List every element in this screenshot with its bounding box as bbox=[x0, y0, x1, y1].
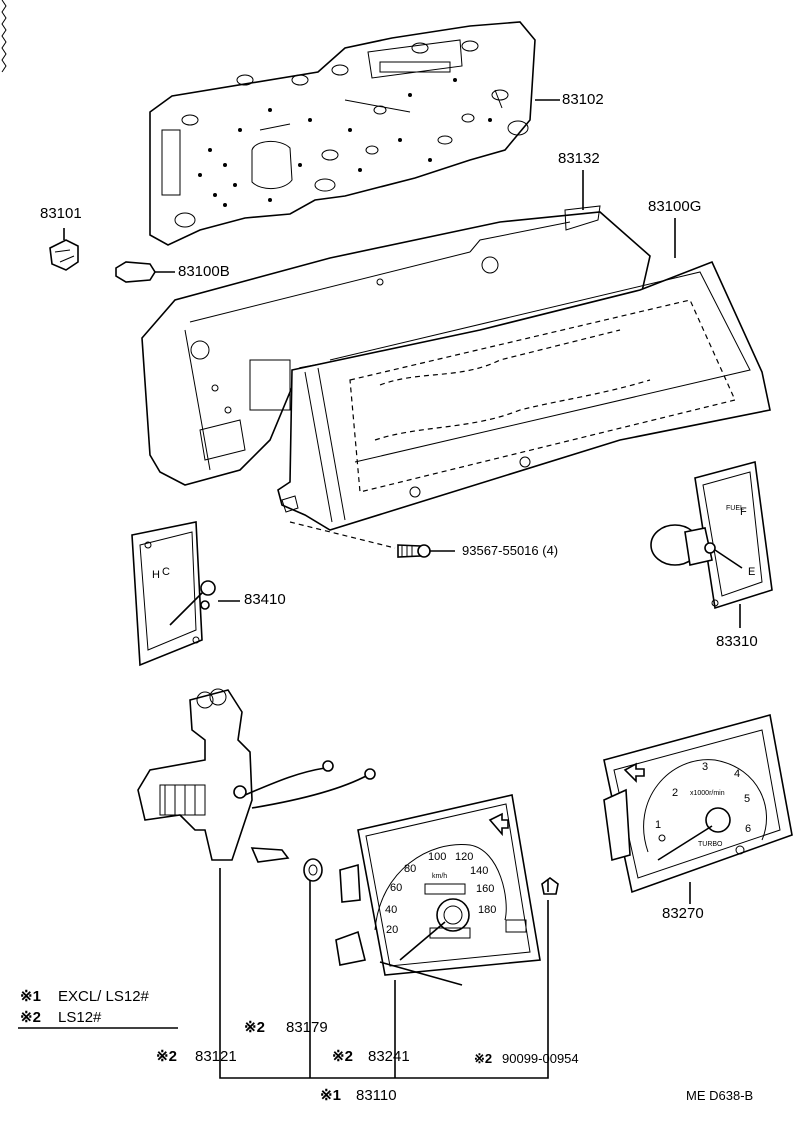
ring-83179 bbox=[303, 858, 323, 882]
legend-text-1: EXCL/ LS12# bbox=[58, 988, 149, 1005]
printed-circuit-board bbox=[149, 21, 560, 246]
wedge-bulb-83100b bbox=[115, 261, 175, 283]
water-temp-gauge-83410: H C bbox=[131, 521, 216, 667]
speedo-tick-140: 140 bbox=[470, 865, 488, 877]
label-83270: 83270 bbox=[662, 905, 704, 922]
tacho-tick-2: 2 bbox=[672, 787, 678, 799]
label-83121: 83121 bbox=[195, 1048, 237, 1065]
speedo-tick-100: 100 bbox=[428, 851, 446, 863]
label-83100b: 83100B bbox=[178, 263, 230, 280]
tacho-tick-5: 5 bbox=[744, 793, 750, 805]
tacho-turbo-label: TURBO bbox=[698, 841, 723, 848]
label-83110: 83110 bbox=[356, 1087, 397, 1104]
bulb-socket-83101 bbox=[49, 228, 79, 271]
speedo-tick-60: 60 bbox=[390, 882, 402, 894]
speedo-tick-160: 160 bbox=[476, 883, 494, 895]
speedo-tick-80: 80 bbox=[404, 863, 416, 875]
label-90099: 90099-00954 bbox=[502, 1051, 579, 1066]
speedo-tick-20: 20 bbox=[386, 924, 398, 936]
label-83179: 83179 bbox=[286, 1019, 328, 1036]
label-83100g: 83100G bbox=[648, 198, 702, 215]
mark-83121: ※2 bbox=[156, 1048, 177, 1065]
legend-mark-1: ※1 bbox=[20, 988, 41, 1005]
temp-c-mark: C bbox=[162, 566, 170, 578]
tacho-tick-6: 6 bbox=[745, 823, 751, 835]
label-83310: 83310 bbox=[716, 633, 758, 650]
screw-93567 bbox=[397, 544, 431, 558]
tacho-tick-4: 4 bbox=[734, 768, 740, 780]
tacho-unit: x1000r/min bbox=[690, 790, 725, 797]
leader-lines bbox=[18, 170, 741, 1079]
drawing-code: ME D638-B bbox=[686, 1088, 754, 1103]
fuel-title: FUEL bbox=[726, 505, 744, 512]
tacho-tick-3: 3 bbox=[702, 761, 708, 773]
label-83102: 83102 bbox=[562, 91, 604, 108]
mark-90099: ※2 bbox=[474, 1051, 493, 1066]
screw-90099 bbox=[541, 877, 559, 895]
label-83132: 83132 bbox=[558, 150, 600, 167]
mark-83179: ※2 bbox=[244, 1019, 265, 1036]
fuel-e-mark: E bbox=[748, 566, 755, 578]
tachometer-83270: 1 2 3 4 5 6 x1000r/min TURBO bbox=[603, 714, 793, 894]
label-83410: 83410 bbox=[244, 591, 286, 608]
tacho-tick-1: 1 bbox=[655, 819, 661, 831]
fuel-gauge-83310: F E FUEL bbox=[650, 460, 773, 610]
speedo-unit: km/h bbox=[432, 873, 447, 880]
label-83241: 83241 bbox=[368, 1048, 410, 1065]
meter-lens bbox=[277, 260, 771, 531]
speedo-tick-40: 40 bbox=[385, 904, 397, 916]
speedo-tick-120: 120 bbox=[455, 851, 473, 863]
label-93567: 93567-55016 (4) bbox=[462, 543, 559, 558]
speedometer-83241: 20 40 60 80 100 120 140 160 180 km/h bbox=[335, 794, 541, 986]
mark-83110: ※1 bbox=[320, 1087, 341, 1104]
label-83101: 83101 bbox=[40, 205, 82, 222]
odometer-assembly bbox=[137, 688, 376, 863]
legend-mark-2: ※2 bbox=[20, 1009, 41, 1026]
legend-text-2: LS12# bbox=[58, 1009, 102, 1026]
mark-83241: ※2 bbox=[332, 1048, 353, 1065]
fuel-f-mark: F bbox=[740, 506, 747, 518]
scan-edge bbox=[1, 0, 7, 73]
temp-h-mark: H bbox=[152, 569, 160, 581]
speedo-tick-180: 180 bbox=[478, 904, 496, 916]
